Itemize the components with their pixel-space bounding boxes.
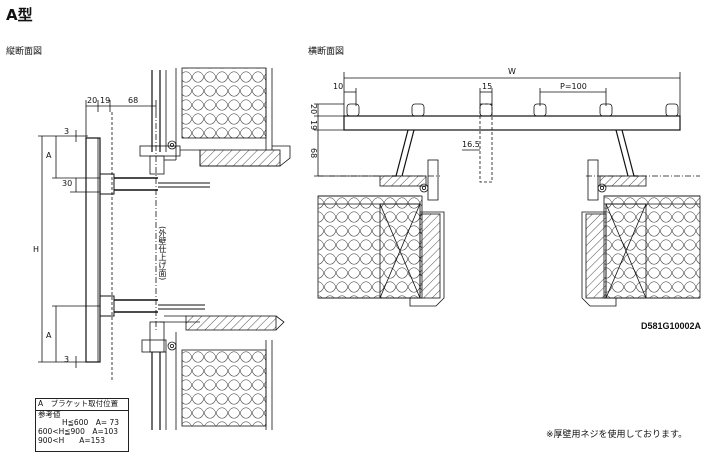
table-row: H≦600 A= 73 <box>62 418 120 428</box>
vertical-section-label: 縦断面図 <box>6 47 43 57</box>
dim-68-h: 68 <box>309 148 318 159</box>
drawing-code: D581G10002A <box>641 321 702 331</box>
horizontal-section-label: 横断面図 <box>308 47 345 57</box>
dim-A-top: A <box>46 151 52 160</box>
horizontal-section-drawing <box>314 72 701 307</box>
dim-19: 19 <box>100 96 111 105</box>
dim-3-top: 3 <box>64 127 70 136</box>
dim-68: 68 <box>128 96 139 105</box>
dim-15: 15 <box>482 82 493 91</box>
bracket-position-table: A ブラケット取付位置 参考値 H≦600 A= 73 600<H≦900 A=… <box>35 398 129 452</box>
dim-W: W <box>508 67 516 76</box>
dim-20-h: 20 <box>309 104 318 115</box>
dim-20: 20 <box>87 96 98 105</box>
screw-note: ※厚壁用ネジを使用しております。 <box>546 430 688 440</box>
wall-finish-label: (外壁仕上げ面) <box>158 226 167 281</box>
table-subheader: 参考値 <box>38 409 61 419</box>
dim-16-5: 16.5 <box>462 140 480 149</box>
vertical-section-drawing <box>38 67 291 430</box>
dim-A-bottom: A <box>46 331 52 340</box>
dim-H: H <box>33 245 40 254</box>
dim-19-h: 19 <box>309 120 318 131</box>
table-row: 600<H≦900 A=103 <box>38 426 119 436</box>
dim-P-pitch: P=100 <box>560 82 587 91</box>
dim-10: 10 <box>333 82 344 91</box>
table-header: A ブラケット取付位置 <box>36 399 128 411</box>
page-title: A型 <box>6 6 33 24</box>
table-row: 900<H A=153 <box>38 435 105 445</box>
dim-30: 30 <box>62 179 73 188</box>
slat-profiles <box>346 103 679 117</box>
dim-3-bottom: 3 <box>64 355 70 364</box>
